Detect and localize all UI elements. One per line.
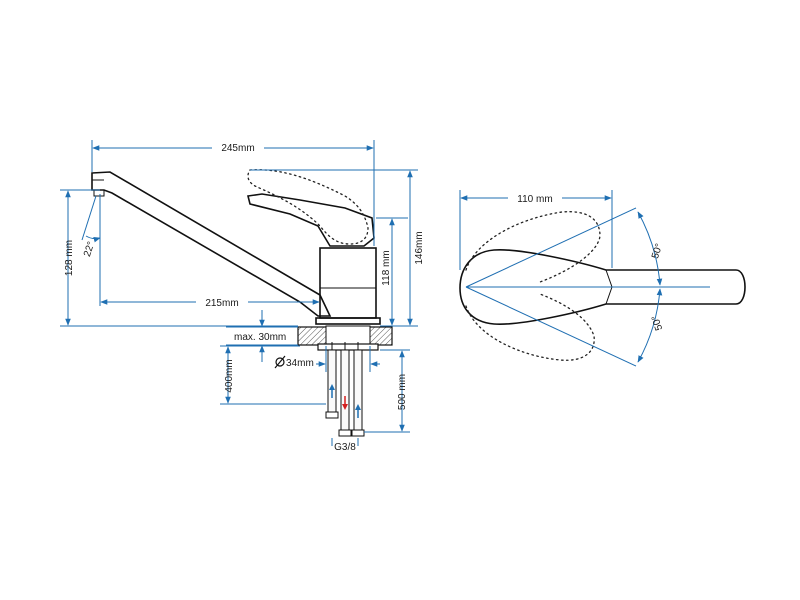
dim-hole-diameter: 34mm (274, 346, 380, 372)
label-thread: G3/8 (334, 442, 356, 453)
dim-thread: G3/8 (331, 438, 359, 453)
supply-hoses (325, 342, 365, 437)
counter-top (297, 325, 393, 351)
label-spout-reach: 215mm (205, 298, 238, 309)
label-spout-height: 128 mm (64, 240, 75, 276)
dim-spout-reach: 215mm (99, 194, 320, 309)
dim-hose-short: 400mm (220, 345, 326, 405)
label-total-height: 146mm (414, 231, 425, 264)
label-spout-angle: 22° (82, 240, 97, 258)
dim-top-width: 110 mm (459, 190, 613, 270)
label-total-length: 245mm (221, 143, 254, 154)
lever-handle (247, 169, 375, 247)
dim-spout-height: 128 mm (60, 189, 298, 327)
top-view: 110 mm 50° 50° (459, 190, 746, 367)
rotation-guides: 50° 50° (465, 207, 710, 367)
dim-total-height: 146mm (250, 169, 425, 327)
label-hole-diameter: 34mm (286, 358, 314, 369)
side-view: 245mm 215mm 128 mm 22° 118 mm (60, 140, 425, 453)
diameter-icon (274, 355, 286, 369)
dim-body-height: 118 mm (376, 217, 408, 326)
label-counter-max: max. 30mm (234, 332, 286, 343)
label-rotation-left: 50° (650, 242, 665, 260)
label-hose-long: 500 mm (397, 374, 408, 410)
dim-counter-thickness: max. 30mm (226, 310, 298, 362)
label-top-width: 110 mm (517, 194, 552, 205)
label-rotation-right: 50° (650, 314, 665, 332)
dim-spout-angle: 22° (81, 195, 101, 258)
faucet-body (315, 247, 381, 325)
cold-arrow-icon (355, 404, 361, 410)
dim-total-length: 245mm (91, 140, 375, 246)
label-hose-short: 400mm (224, 359, 235, 392)
label-body-height: 118 mm (381, 250, 392, 285)
top-lever (459, 211, 746, 361)
cold-arrow-icon (329, 384, 335, 390)
spout (91, 171, 332, 317)
hot-arrow-icon (342, 404, 348, 410)
dim-hose-long: 500 mm (364, 349, 410, 433)
